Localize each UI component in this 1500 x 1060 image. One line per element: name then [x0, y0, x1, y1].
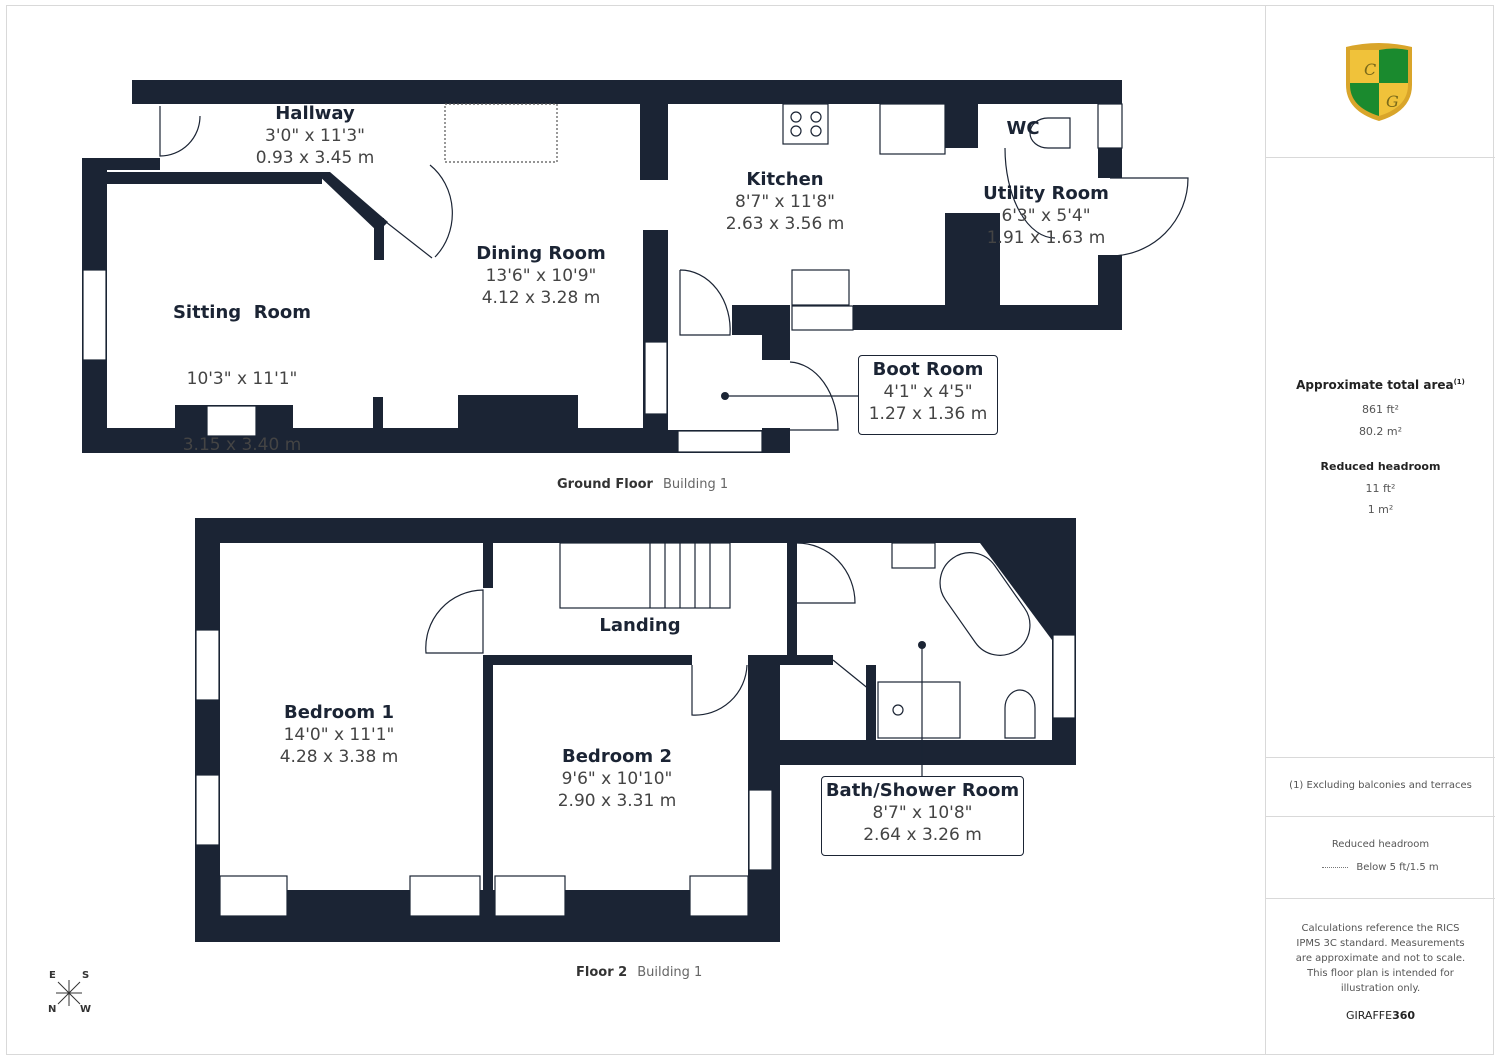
compass-west: W [80, 1004, 92, 1015]
room-sitting-room: Sitting Room 10'3" x 11'1" 3.15 x 3.40 m [172, 302, 312, 455]
footnote: (1) Excluding balconies and terraces [1289, 780, 1472, 791]
room-utility-room: Utility Room 6'3" x 5'4" 1.91 x 1.63 m [983, 183, 1109, 248]
bath-room-marker [918, 641, 926, 649]
room-bath-shower-room: Bath/Shower Room 8'7" x 10'8" 2.64 x 3.2… [821, 776, 1024, 856]
brand-mark: GIRAFFE360 [1345, 1009, 1416, 1022]
room-hallway: Hallway 3'0" x 11'3" 0.93 x 3.45 m [255, 103, 375, 168]
logo-shield: C G [1346, 43, 1412, 121]
reduced-headroom-title: Reduced headroom [1320, 460, 1441, 473]
total-area-ft: 861 ft² [1362, 403, 1399, 416]
room-kitchen: Kitchen 8'7" x 11'8" 2.63 x 3.56 m [725, 169, 845, 234]
floor-plan-drawing [56, 80, 1189, 1006]
compass-north: N [48, 1004, 57, 1015]
reduced-headroom-m: 1 m² [1367, 503, 1394, 516]
room-boot-room: Boot Room 4'1" x 4'5" 1.27 x 1.36 m [858, 355, 998, 435]
boot-room-marker [721, 392, 729, 400]
room-landing: Landing [599, 615, 681, 636]
room-wc: WC [1006, 118, 1040, 139]
compass-south: S [82, 970, 90, 981]
total-area-title: Approximate total area(1) [1296, 378, 1465, 392]
legend-title: Reduced headroom [1331, 839, 1430, 850]
page-frame [6, 5, 1494, 1055]
total-area-m: 80.2 m² [1358, 425, 1403, 438]
compass-icon [56, 980, 82, 1006]
disclaimer: Calculations reference the RICS IPMS 3C … [1295, 923, 1466, 994]
svg-text:C: C [1364, 60, 1376, 79]
info-sidebar: C G Approximate total area(1) 861 ft² 80… [1265, 5, 1495, 1055]
svg-text:G: G [1386, 92, 1399, 111]
room-dining-room: Dining Room 13'6" x 10'9" 4.12 x 3.28 m [476, 243, 606, 308]
compass-east: E [49, 970, 56, 981]
floor-2-fixtures [195, 542, 1076, 917]
reduced-headroom-ft: 11 ft² [1365, 482, 1396, 495]
room-bedroom-1: Bedroom 1 14'0" x 11'1" 4.28 x 3.38 m [279, 702, 399, 767]
ground-floor-fixtures [82, 103, 1189, 453]
legend-item: Below 5 ft/1.5 m [1266, 862, 1495, 873]
dotted-line-icon [1322, 866, 1349, 868]
room-bedroom-2: Bedroom 2 9'6" x 10'10" 2.90 x 3.31 m [557, 746, 677, 811]
